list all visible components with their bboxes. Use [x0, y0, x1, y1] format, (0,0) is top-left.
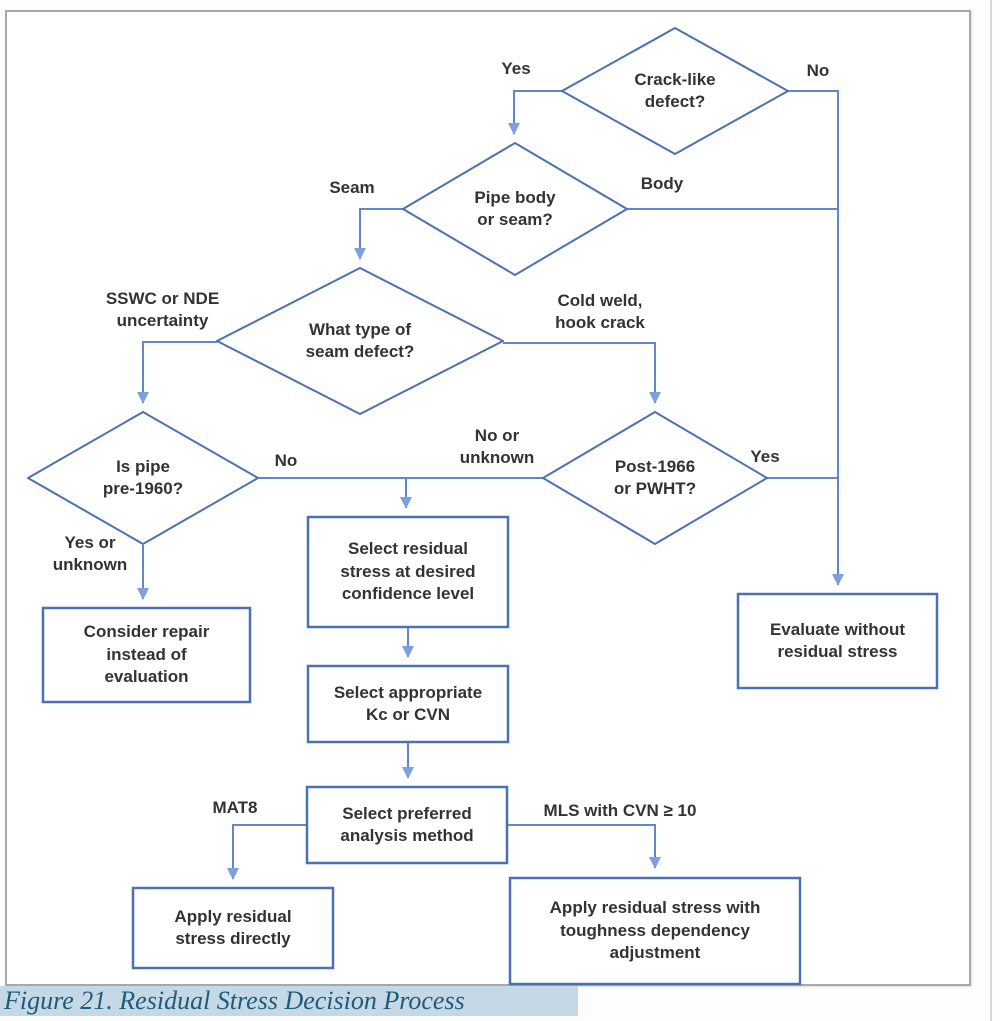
edge-sswc	[137, 341, 217, 404]
decision-pipe-pre-1960	[27, 411, 259, 545]
decision-seam-defect-type	[216, 267, 504, 415]
process-select-kc-box	[306, 664, 510, 744]
edge-mat8	[227, 824, 307, 880]
decision-crack-like-defect	[561, 27, 789, 155]
decision-pipe-body-or-seam	[402, 142, 628, 276]
decision-post-1966-pwht	[542, 411, 768, 545]
process-consider-repair-box	[41, 606, 252, 704]
edge-seam	[354, 208, 403, 260]
process-select-residual-box	[306, 515, 510, 629]
figure-caption: Figure 21. Residual Stress Decision Proc…	[0, 986, 578, 1016]
process-select-method-box	[305, 785, 509, 865]
process-apply-toughness-box	[508, 876, 802, 986]
edge-crack-no-rail	[788, 90, 844, 586]
edge-crack-yes	[508, 90, 562, 135]
edge-cold-weld	[503, 342, 661, 404]
process-apply-direct-box	[131, 886, 335, 970]
page-edge-line	[990, 0, 992, 1021]
edge-mls	[507, 824, 661, 869]
process-evaluate-without-box	[736, 592, 939, 690]
